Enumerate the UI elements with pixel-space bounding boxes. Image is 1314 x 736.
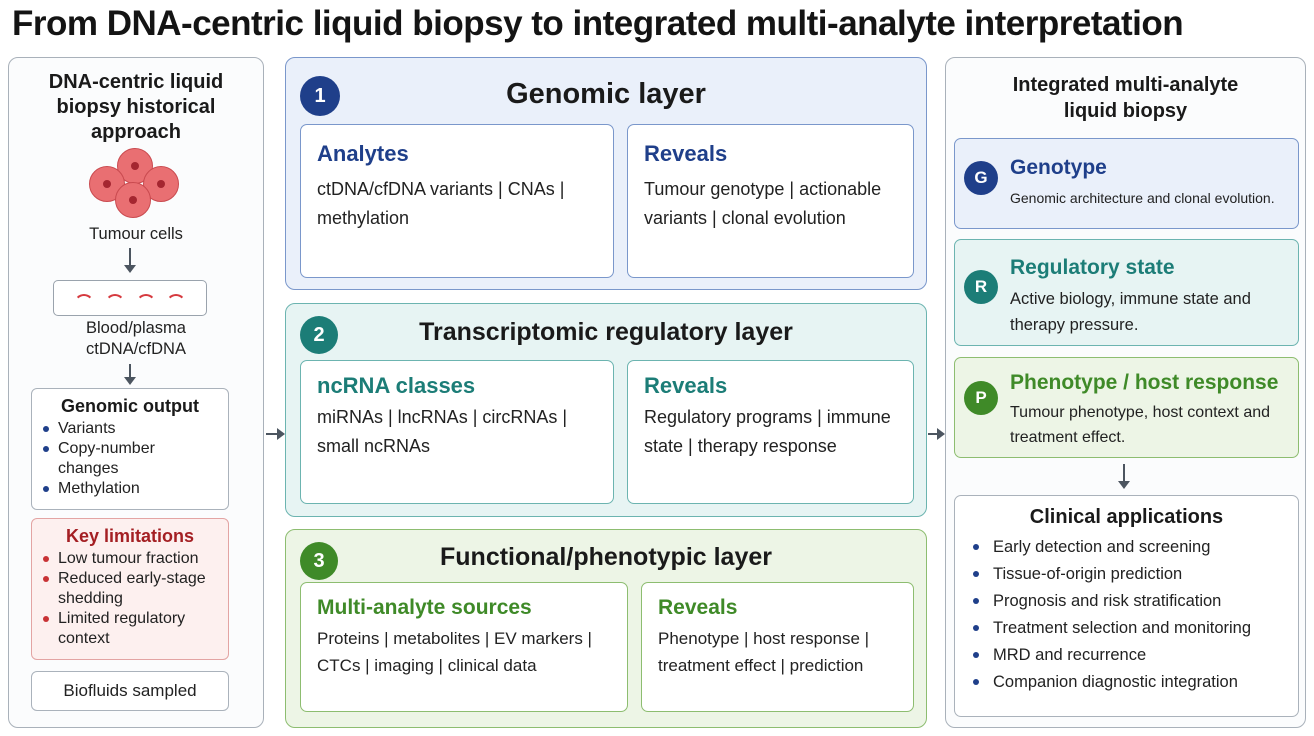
layer-title: Transcriptomic regulatory layer	[419, 318, 793, 346]
genotype-card: G Genotype Genomic architecture and clon…	[954, 138, 1299, 229]
arrow-right-icon	[928, 428, 945, 440]
sub-title: Reveals	[644, 141, 728, 166]
analytes-box: Analytes ctDNA/cfDNA variants | CNAs | m…	[300, 124, 614, 278]
list-item: Companion diagnostic integration	[969, 669, 1298, 696]
regulatory-state-card: R Regulatory state Active biology, immun…	[954, 239, 1299, 346]
arrow-down-icon	[124, 248, 136, 273]
sub-text: Tumour genotype | actionable variants | …	[644, 179, 882, 228]
list-item: MRD and recurrence	[969, 642, 1298, 669]
card-text: Genomic architecture and clonal evolutio…	[1010, 190, 1275, 206]
card-title: Regulatory state	[1010, 256, 1175, 279]
sub-title: Reveals	[644, 373, 728, 398]
list-item: Methylation	[41, 479, 228, 499]
key-limitations-box: Key limitations Low tumour fraction Redu…	[31, 518, 229, 660]
sub-text: Proteins | metabolites | EV markers | CT…	[317, 629, 592, 675]
genomic-layer: 1 Genomic layer Analytes ctDNA/cfDNA var…	[285, 57, 927, 290]
right-heading: Integrated multi-analyte liquid biopsy	[1012, 74, 1239, 122]
genotype-badge: G	[964, 161, 998, 195]
card-title: Genotype	[1010, 156, 1107, 179]
sub-title: ncRNA classes	[317, 373, 476, 398]
page-title: From DNA-centric liquid biopsy to integr…	[12, 4, 1184, 43]
layer-number-badge: 1	[300, 76, 340, 116]
card-title: Phenotype / host response	[1010, 371, 1279, 394]
list-item: Early detection and screening	[969, 534, 1298, 561]
sub-text: Regulatory programs | immune state | the…	[644, 407, 891, 456]
arrow-down-icon	[124, 364, 136, 385]
layer-number-badge: 3	[300, 542, 338, 580]
blood-plasma-label: Blood/plasma ctDNA/cfDNA	[86, 319, 186, 358]
layer-title: Genomic layer	[506, 78, 706, 110]
arrow-down-icon	[1118, 464, 1130, 489]
multi-analyte-sources-box: Multi-analyte sources Proteins | metabol…	[300, 582, 628, 712]
genomic-output-title: Genomic output	[61, 396, 199, 416]
sub-title: Reveals	[658, 596, 738, 619]
layer-number-badge: 2	[300, 316, 338, 354]
functional-layer: 3 Functional/phenotypic layer Multi-anal…	[285, 529, 927, 728]
list-item: Copy-number changes	[41, 439, 171, 479]
reveals-box: Reveals Regulatory programs | immune sta…	[627, 360, 914, 504]
reveals-box: Reveals Tumour genotype | actionable var…	[627, 124, 914, 278]
sub-text: miRNAs | lncRNAs | circRNAs | small ncRN…	[317, 407, 568, 456]
left-heading: DNA-centric liquid biopsy historical app…	[48, 71, 224, 143]
transcriptomic-layer: 2 Transcriptomic regulatory layer ncRNA …	[285, 303, 927, 517]
arrow-right-icon	[266, 428, 285, 440]
card-text: Active biology, immune state and therapy…	[1010, 290, 1251, 334]
biofluids-box: Biofluids sampled	[31, 671, 229, 711]
tumour-cells-label: Tumour cells	[89, 225, 183, 243]
clinical-title: Clinical applications	[1029, 506, 1224, 528]
reveals-box: Reveals Phenotype | host response | trea…	[641, 582, 914, 712]
list-item: Variants	[41, 419, 228, 439]
clinical-applications-box: Clinical applications Early detection an…	[954, 495, 1299, 717]
phenotype-badge: P	[964, 381, 998, 415]
tumour-cells-icon	[85, 148, 185, 218]
dna-centric-panel: DNA-centric liquid biopsy historical app…	[8, 57, 264, 728]
list-item: Reduced early-stage shedding	[41, 569, 216, 609]
list-item: Low tumour fraction	[41, 549, 228, 569]
layer-title: Functional/phenotypic layer	[440, 543, 772, 571]
card-text: Tumour phenotype, host context and treat…	[1010, 404, 1271, 446]
list-item: Prognosis and risk stratification	[969, 588, 1298, 615]
key-limitations-title: Key limitations	[65, 526, 195, 546]
list-item: Treatment selection and monitoring	[969, 615, 1298, 642]
list-item: Tissue-of-origin prediction	[969, 561, 1298, 588]
sub-text: ctDNA/cfDNA variants | CNAs | methylatio…	[317, 179, 565, 228]
sub-title: Analytes	[317, 141, 409, 166]
list-item: Limited regulatory context	[41, 609, 216, 649]
ncrna-classes-box: ncRNA classes miRNAs | lncRNAs | circRNA…	[300, 360, 614, 504]
genomic-output-box: Genomic output Variants Copy-number chan…	[31, 388, 229, 510]
phenotype-card: P Phenotype / host response Tumour pheno…	[954, 357, 1299, 458]
regulatory-badge: R	[964, 270, 998, 304]
blood-sample-icon	[53, 280, 207, 316]
biofluids-label: Biofluids sampled	[63, 681, 197, 700]
sub-title: Multi-analyte sources	[317, 596, 532, 619]
sub-text: Phenotype | host response | treatment ef…	[658, 629, 870, 675]
integrated-panel: Integrated multi-analyte liquid biopsy G…	[945, 57, 1306, 728]
